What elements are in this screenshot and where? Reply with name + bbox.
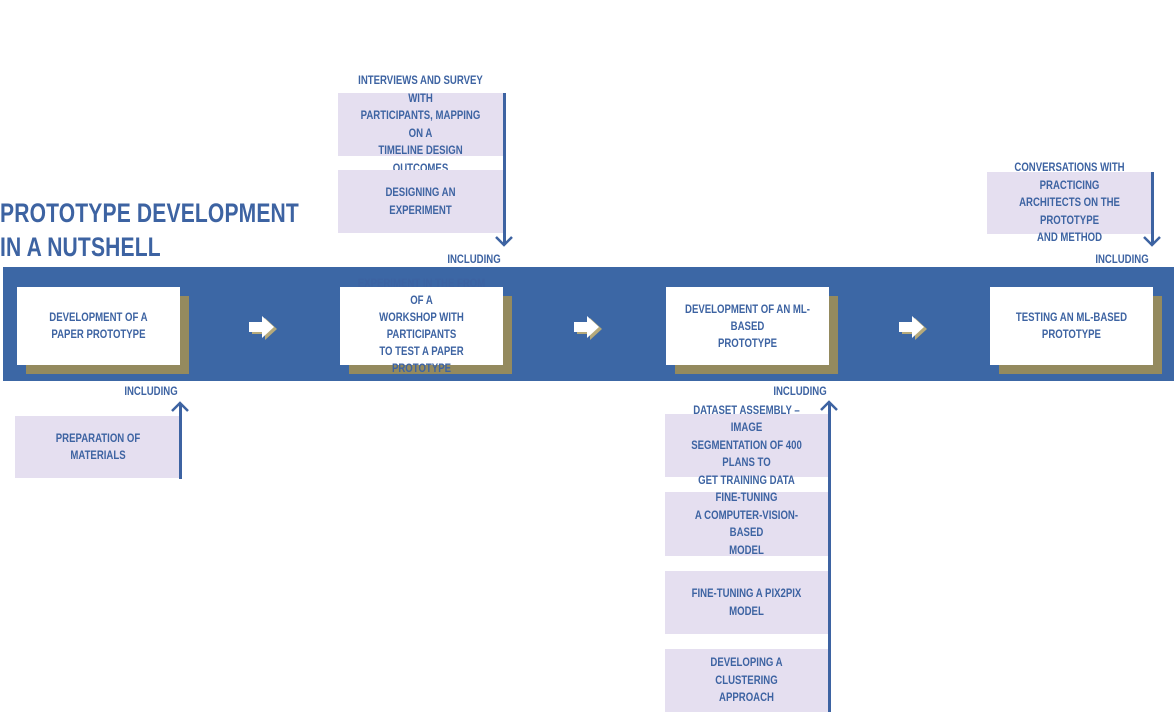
detail-label: PREPARATION OF MATERIALS: [55, 430, 141, 463]
title-line-1: PROTOTYPE DEVELOPMENT: [0, 198, 299, 228]
stage-paper-prototype: DEVELOPMENT OF A PAPER PROTOTYPE: [17, 287, 180, 365]
connector-line: [828, 404, 831, 712]
detail-designing-experiment: DESIGNING AN EXPERIMENT: [338, 170, 503, 233]
right-arrow-icon: [574, 316, 602, 340]
arrow-up-icon: [820, 400, 838, 411]
stage-testing-ml-prototype: TESTING AN ML-BASED PROTOTYPE: [990, 287, 1153, 365]
stage-ml-prototype: DEVELOPMENT OF AN ML-BASED PROTOTYPE: [666, 287, 829, 365]
detail-clustering-approach: DEVELOPING A CLUSTERING APPROACH: [665, 649, 828, 712]
stage-label: DEVELOPMENT OF A PAPER PROTOTYPE: [49, 310, 148, 341]
arrow-down-icon: [495, 236, 513, 247]
detail-label: CONVERSATIONS WITH PRACTICING ARCHITECTS…: [1014, 160, 1125, 245]
including-label: INCLUDING: [773, 384, 827, 398]
detail-fine-tuning-pix2pix: FINE-TUNING A PIX2PIX MODEL: [665, 571, 828, 634]
stage-label: EXPERIMENT IN THE FROM OF A WORKSHOP WIT…: [357, 276, 486, 375]
connector-line: [1151, 172, 1154, 245]
detail-label: DATASET ASSEMBLY – IMAGE SEGMENTATION OF…: [691, 402, 802, 487]
detail-fine-tuning-cv-model: FINE-TUNING A COMPUTER-VISION-BASED MODE…: [665, 490, 828, 557]
title-line-2: IN A NUTSHELL: [0, 232, 161, 262]
right-arrow-icon: [249, 316, 277, 340]
arrow-up-icon: [171, 401, 189, 412]
arrow-down-icon: [1143, 236, 1161, 247]
diagram-title: PROTOTYPE DEVELOPMENT IN A NUTSHELL: [0, 196, 299, 264]
detail-label: FINE-TUNING A COMPUTER-VISION-BASED MODE…: [694, 490, 799, 557]
detail-label: DESIGNING AN EXPERIMENT: [385, 185, 456, 217]
including-label: INCLUDING: [124, 384, 178, 398]
including-label: INCLUDING: [447, 252, 501, 266]
stage-label: DEVELOPMENT OF AN ML-BASED PROTOTYPE: [685, 301, 810, 350]
connector-line: [503, 93, 506, 245]
detail-preparation-materials: PREPARATION OF MATERIALS: [15, 416, 181, 478]
stage-workshop-experiment: EXPERIMENT IN THE FROM OF A WORKSHOP WIT…: [340, 276, 503, 375]
detail-label: DEVELOPING A CLUSTERING APPROACH: [710, 655, 783, 705]
including-label: INCLUDING: [1095, 252, 1149, 266]
detail-conversations-architects: CONVERSATIONS WITH PRACTICING ARCHITECTS…: [987, 160, 1152, 244]
detail-dataset-assembly: DATASET ASSEMBLY – IMAGE SEGMENTATION OF…: [665, 403, 828, 487]
detail-label: FINE-TUNING A PIX2PIX MODEL: [691, 586, 802, 618]
detail-interviews-survey: INTERVIEWS AND SURVEY WITH PARTICIPANTS,…: [338, 73, 503, 175]
detail-label: INTERVIEWS AND SURVEY WITH PARTICIPANTS,…: [358, 73, 483, 175]
connector-line: [179, 404, 182, 479]
right-arrow-icon: [899, 316, 927, 340]
stage-label: TESTING AN ML-BASED PROTOTYPE: [1015, 310, 1128, 341]
